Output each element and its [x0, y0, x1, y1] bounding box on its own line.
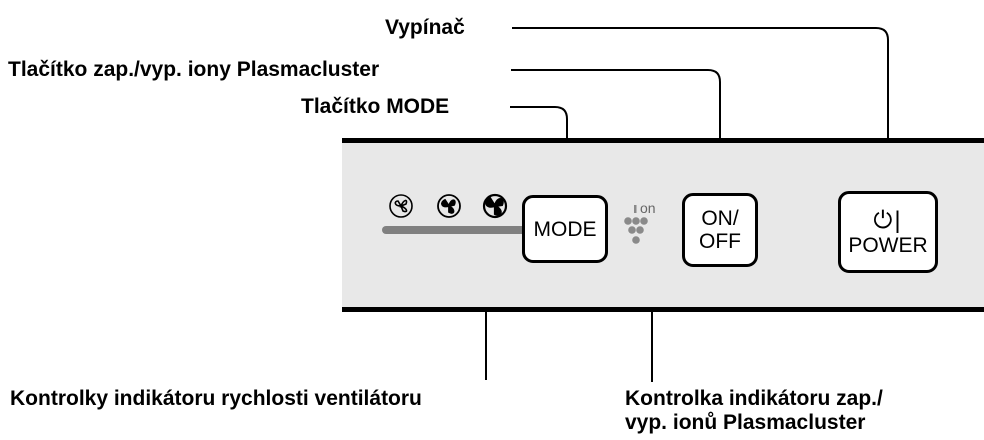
callout-ion-indicator-line2: vyp. ionů Plasmacluster — [625, 411, 866, 434]
leader-mode-button — [510, 106, 568, 190]
mode-button-label: MODE — [533, 217, 597, 241]
fan-high-icon — [482, 193, 508, 219]
fan-speed-indicator-bar — [382, 226, 527, 234]
callout-ion-indicator-line1: Kontrolka indikátoru zap./ — [625, 387, 883, 410]
on-off-button[interactable]: ON/ OFF — [682, 193, 758, 267]
power-icon: ⏻| — [873, 206, 903, 234]
leader-plasmacluster-button — [511, 69, 721, 190]
fan-low-icon — [389, 194, 413, 218]
leader-power-switch — [512, 27, 889, 190]
plasmacluster-ion-indicator: on — [624, 201, 674, 261]
fan-medium-icon — [437, 194, 461, 218]
control-panel: MODE on ON/ OFF ⏻| POWER — [342, 138, 984, 312]
mode-button[interactable]: MODE — [522, 195, 608, 263]
plasmacluster-ion-icon — [624, 205, 648, 244]
callout-fan-speed-indicator: Kontrolky indikátoru rychlosti ventiláto… — [10, 387, 422, 410]
callout-plasmacluster-button: Tlačítko zap./vyp. iony Plasmacluster — [8, 58, 380, 81]
callout-mode-button: Tlačítko MODE — [301, 95, 450, 118]
on-off-line2: OFF — [699, 230, 741, 253]
fan-speed-icons — [389, 193, 508, 219]
on-off-line1: ON/ — [701, 207, 739, 230]
callout-power-switch: Vypínač — [385, 16, 465, 39]
ion-on-label: on — [640, 200, 656, 216]
power-button-label: POWER — [848, 233, 928, 257]
power-button[interactable]: ⏻| POWER — [838, 191, 938, 273]
